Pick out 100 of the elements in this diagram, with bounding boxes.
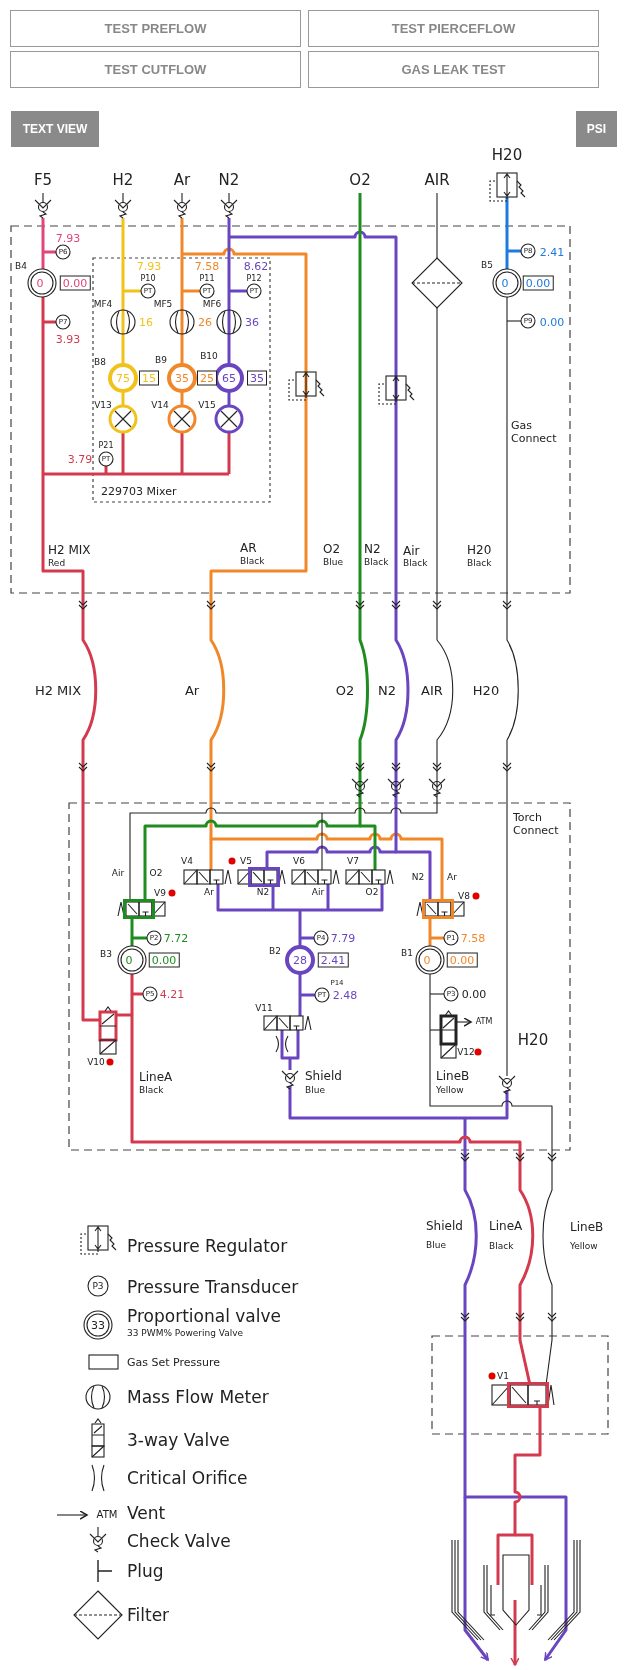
line-label: Air bbox=[403, 545, 420, 557]
pressure-reading: 3.79 bbox=[67, 453, 93, 465]
color-note: Blue bbox=[305, 1085, 325, 1095]
legend-text: 3-way Valve bbox=[127, 1431, 230, 1449]
port-label: O2 bbox=[365, 887, 379, 897]
vent-label: ATM bbox=[96, 1510, 118, 1520]
component-label: V11 bbox=[255, 1003, 273, 1013]
setpoint-value: 15 bbox=[139, 370, 159, 386]
gas-inlet-label: F5 bbox=[33, 172, 53, 188]
legend-text: Pressure Regulator bbox=[127, 1237, 288, 1255]
line-label: H20 bbox=[467, 544, 492, 556]
line-label: H20 bbox=[472, 683, 500, 697]
line-label: O2 bbox=[335, 683, 355, 697]
line-label: H2 MIX bbox=[34, 683, 82, 697]
pressure-reading: 7.72 bbox=[163, 932, 189, 944]
color-note: Black bbox=[403, 558, 428, 568]
group-title: Torch Connect bbox=[513, 811, 560, 838]
line-label: LineB bbox=[436, 1070, 470, 1082]
gas-inlet-label: Ar bbox=[173, 172, 191, 188]
line-label: N2 bbox=[378, 683, 396, 697]
color-note: Black bbox=[364, 557, 389, 567]
pressure-reading: 8.62 bbox=[243, 260, 269, 272]
pressure-reading: 7.58 bbox=[460, 932, 486, 944]
unit-toggle-button: PSI bbox=[576, 111, 617, 147]
symbol-text: 33 bbox=[91, 1319, 105, 1331]
line-label: Shield bbox=[426, 1220, 463, 1232]
color-note: Black bbox=[467, 558, 492, 568]
flow-reading: 26 bbox=[198, 316, 212, 328]
legend-text: Plug bbox=[127, 1562, 164, 1580]
line-label: H2 MIX bbox=[48, 544, 91, 556]
pressure-reading: 3.93 bbox=[55, 333, 81, 345]
setpoint-value: 0.00 bbox=[446, 952, 478, 968]
component-label: V1 bbox=[497, 1371, 509, 1381]
setpoint-value: 0.00 bbox=[59, 275, 91, 291]
component-label: P21 bbox=[98, 442, 114, 450]
valve-percent-value: 0 bbox=[36, 277, 44, 289]
line-label: LineA bbox=[489, 1220, 523, 1232]
flow-reading: 16 bbox=[139, 316, 153, 328]
legend-text: Critical Orifice bbox=[127, 1469, 248, 1487]
component-label: P10 bbox=[140, 275, 156, 283]
line-label: LineA bbox=[139, 1071, 173, 1083]
component-label: B1 bbox=[401, 948, 413, 958]
gas-inlet-label: O2 bbox=[349, 172, 371, 188]
component-label: B9 bbox=[155, 355, 167, 365]
color-note: Black bbox=[139, 1085, 164, 1095]
component-label: V9 bbox=[154, 888, 166, 898]
valve-percent-value: 0 bbox=[423, 954, 431, 966]
valve-percent-value: 75 bbox=[116, 372, 130, 384]
component-label: V10 bbox=[87, 1057, 105, 1067]
flow-reading: 36 bbox=[245, 316, 259, 328]
port-label: Ar bbox=[447, 872, 457, 882]
line-label: Ar bbox=[184, 683, 200, 697]
component-label: B10 bbox=[200, 351, 218, 361]
color-note: Red bbox=[48, 558, 66, 568]
setpoint-value: 35 bbox=[247, 370, 267, 386]
legend-text: Check Valve bbox=[127, 1532, 231, 1550]
component-label: B2 bbox=[269, 946, 281, 956]
legend-subtext: 33 PWM% Powering Valve bbox=[127, 1328, 244, 1338]
valve-percent-value: 0 bbox=[501, 277, 509, 289]
port-label: N2 bbox=[411, 872, 425, 882]
color-note: Black bbox=[240, 556, 265, 566]
line-label: H20 bbox=[517, 1032, 549, 1048]
test-button: TEST PREFLOW bbox=[10, 10, 301, 47]
pressure-reading: 7.93 bbox=[136, 260, 162, 272]
component-label: P12 bbox=[246, 275, 262, 283]
valve-percent-value: 35 bbox=[175, 372, 189, 384]
component-label: B3 bbox=[100, 949, 112, 959]
group-title: 229703 Mixer bbox=[101, 485, 177, 499]
legend-text: Filter bbox=[127, 1606, 170, 1624]
component-label: V7 bbox=[347, 856, 359, 866]
legend-text: Mass Flow Meter bbox=[127, 1388, 269, 1406]
symbol-text: P3 bbox=[92, 1281, 104, 1291]
component-label: V8 bbox=[458, 891, 470, 901]
component-label: B5 bbox=[481, 260, 493, 270]
setpoint-value: 0.00 bbox=[148, 952, 180, 968]
component-label: V15 bbox=[198, 400, 216, 410]
port-label: N2 bbox=[256, 887, 270, 897]
color-note: Blue bbox=[323, 557, 343, 567]
component-label: V4 bbox=[181, 856, 193, 866]
test-button: TEST CUTFLOW bbox=[10, 51, 301, 88]
color-note: Yellow bbox=[436, 1085, 464, 1095]
pressure-reading: 2.41 bbox=[539, 246, 565, 258]
component-label: MF4 bbox=[93, 299, 113, 309]
component-label: B8 bbox=[94, 357, 106, 367]
component-label: P11 bbox=[199, 275, 215, 283]
vent-label: ATM bbox=[475, 1018, 493, 1026]
pressure-reading: 0.00 bbox=[461, 988, 487, 1000]
line-label: LineB bbox=[570, 1221, 604, 1233]
pressure-reading: 7.79 bbox=[330, 932, 356, 944]
line-label: AR bbox=[240, 542, 257, 554]
component-label: V5 bbox=[240, 856, 252, 866]
line-label: AIR bbox=[421, 683, 443, 697]
pressure-reading: 7.58 bbox=[194, 260, 220, 272]
gas-inlet-label: AIR bbox=[424, 172, 450, 188]
port-label: Ar bbox=[204, 887, 214, 897]
legend-text: Proportional valve bbox=[127, 1307, 281, 1325]
port-label: O2 bbox=[149, 868, 163, 878]
port-label: Air bbox=[311, 887, 325, 897]
line-label: O2 bbox=[323, 543, 341, 555]
line-label: Shield bbox=[305, 1070, 342, 1082]
